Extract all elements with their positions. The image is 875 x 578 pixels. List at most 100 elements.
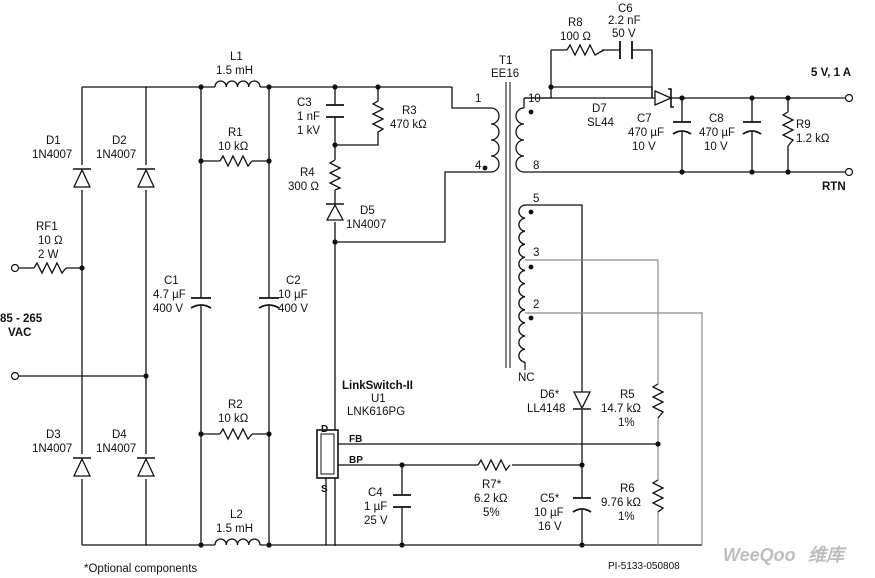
wires	[18, 49, 845, 546]
diode-d2	[136, 168, 156, 188]
pin-2: 2	[533, 299, 539, 311]
t1-core: EE16	[491, 68, 519, 80]
rf1-ref: RF1	[36, 221, 58, 233]
bias-divider-wires	[525, 259, 703, 545]
d5-ref: D5	[360, 205, 375, 217]
r8-ref: R8	[568, 17, 583, 29]
diode-d4	[136, 457, 156, 477]
resistor-rf1	[33, 261, 67, 275]
d4-value: 1N4007	[96, 443, 136, 455]
r6-value: 9.76 kΩ	[601, 497, 641, 509]
r9-ref: R9	[796, 119, 811, 131]
c3-rating: 1 kV	[297, 125, 320, 137]
l1-ref: L1	[230, 51, 243, 63]
r2-value: 10 kΩ	[218, 413, 249, 425]
c2-ref: C2	[286, 275, 301, 287]
r7-tol: 5%	[483, 507, 500, 519]
pin-8: 8	[533, 160, 539, 172]
pin-5: 5	[533, 193, 539, 205]
c1-rating: 400 V	[153, 303, 183, 315]
capacitor-c8	[742, 121, 762, 135]
capacitor-c6	[619, 41, 633, 59]
capacitor-c2	[258, 297, 280, 309]
r5-tol: 1%	[618, 417, 635, 429]
resistor-r4	[328, 159, 342, 191]
c7-ref: C7	[637, 113, 652, 125]
c8-rating: 10 V	[704, 141, 728, 153]
diode-d5	[325, 203, 345, 221]
r2-ref: R2	[228, 399, 243, 411]
c7-rating: 10 V	[632, 141, 656, 153]
c6-rating: 50 V	[612, 28, 636, 40]
output-terminal-return	[844, 167, 854, 177]
r4-ref: R4	[300, 167, 315, 179]
u1-ref: U1	[371, 393, 386, 405]
pin-4: 4	[475, 160, 482, 172]
resistor-r1	[219, 154, 253, 168]
capacitor-c1	[190, 297, 212, 309]
l1-value: 1.5 mH	[216, 65, 253, 77]
r5-ref: R5	[620, 389, 635, 401]
d3-value: 1N4007	[32, 443, 72, 455]
pin-1: 1	[475, 93, 481, 105]
d1-ref: D1	[46, 135, 61, 147]
diode-d3	[72, 457, 92, 477]
c2-value: 10 µF	[278, 289, 308, 301]
ac-input-terminal-bottom	[10, 371, 20, 381]
diode-d6	[572, 391, 592, 410]
c4-ref: C4	[368, 487, 383, 499]
capacitor-c5	[572, 497, 592, 513]
rf1-value: 10 Ω	[38, 235, 63, 247]
r6-tol: 1%	[618, 511, 635, 523]
r9-value: 1.2 kΩ	[796, 133, 830, 145]
d7-value: SL44	[587, 117, 614, 129]
c5-ref: C5*	[540, 493, 560, 505]
c1-value: 4.7 µF	[153, 289, 186, 301]
u1-part: LNK616PG	[347, 406, 405, 418]
c3-ref: C3	[297, 97, 312, 109]
output-positive-label: 5 V, 1 A	[811, 67, 851, 79]
capacitor-c3	[326, 104, 344, 118]
d5-value: 1N4007	[346, 219, 386, 231]
r6-ref: R6	[620, 483, 635, 495]
c4-rating: 25 V	[364, 515, 388, 527]
inductor-l1	[214, 80, 261, 88]
capacitor-c4	[393, 494, 411, 508]
terminals	[10, 93, 854, 381]
rf1-rating: 2 W	[38, 249, 59, 261]
r7-ref: R7*	[482, 479, 502, 491]
watermark-latin: WeeQoo	[723, 545, 796, 565]
r7-value: 6.2 kΩ	[474, 493, 508, 505]
c2-rating: 400 V	[278, 303, 308, 315]
u1-pin-bp: BP	[349, 455, 363, 466]
r8-value: 100 Ω	[560, 31, 591, 43]
c5-value: 10 µF	[534, 507, 564, 519]
transformer-t1	[482, 82, 534, 370]
resistor-r2	[219, 427, 253, 441]
output-return-label: RTN	[822, 181, 846, 193]
pin-3: 3	[533, 247, 539, 259]
c6-ref: C6	[618, 3, 633, 15]
l2-value: 1.5 mH	[216, 523, 253, 535]
r5-value: 14.7 kΩ	[601, 403, 641, 415]
resistor-r7	[477, 458, 511, 472]
r4-value: 300 Ω	[288, 181, 319, 193]
inductor-l2	[214, 538, 261, 546]
u1-pin-fb: FB	[349, 434, 362, 445]
output-terminal-positive	[844, 93, 854, 103]
l2-ref: L2	[230, 509, 243, 521]
d2-value: 1N4007	[96, 149, 136, 161]
pin-10: 10	[528, 93, 541, 105]
diode-d7-schottky	[654, 88, 687, 108]
c8-ref: C8	[709, 113, 724, 125]
input-voltage: 85 - 265	[0, 313, 43, 325]
d7-ref: D7	[592, 103, 607, 115]
r3-value: 470 kΩ	[390, 119, 427, 131]
resistor-r8	[566, 43, 605, 57]
c6-value: 2.2 nF	[608, 15, 641, 27]
figure-code: PI-5133-050808	[608, 561, 680, 572]
c1-ref: C1	[164, 275, 179, 287]
diode-d1	[72, 168, 92, 188]
optional-components-note: *Optional components	[84, 563, 197, 575]
